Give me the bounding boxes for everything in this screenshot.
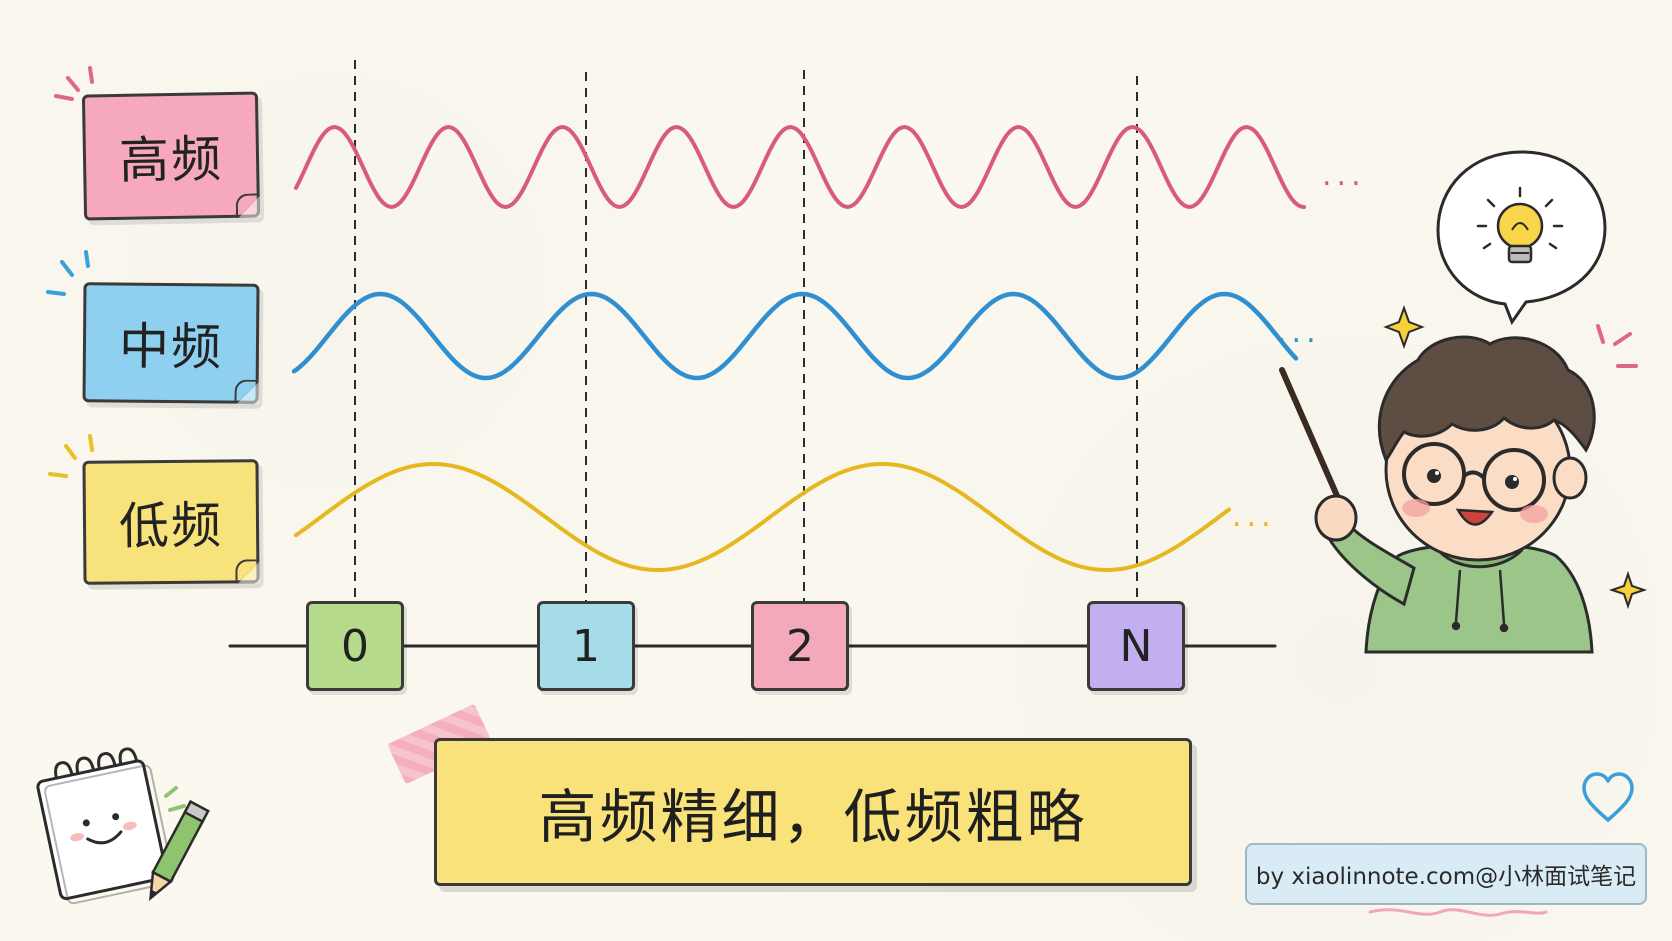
character-burst-marks [1596, 324, 1638, 368]
sparkle-icon [1383, 305, 1648, 610]
idea-bubble [1436, 150, 1607, 326]
position-tick-2: 2 [751, 601, 849, 691]
tick-label: 0 [341, 620, 369, 672]
tick-label: N [1119, 620, 1153, 672]
notepad-icon [36, 747, 175, 905]
mid-wave-ellipsis: ... [1277, 315, 1321, 350]
label-mid-frequency: 中频 [82, 282, 260, 404]
caption-banner: 高频精细，低频粗略 [434, 738, 1192, 886]
position-tick-n: N [1087, 601, 1185, 691]
position-guide-lines [354, 60, 1138, 603]
high-frequency-wave [294, 124, 1306, 210]
tick-label: 1 [572, 620, 600, 672]
label-low-frequency: 低频 [82, 459, 260, 585]
heart-icon [1582, 772, 1634, 822]
teacher-character [1279, 335, 1596, 654]
lightbulb-icon [1476, 186, 1564, 264]
low-frequency-wave [294, 462, 1231, 572]
watermark-text: by xiaolinnote.com@小林面试笔记 [1255, 864, 1637, 890]
label-burst-marks [46, 66, 94, 478]
label-high-text: 高频 [118, 130, 224, 190]
watermark-badge: by xiaolinnote.com@小林面试笔记 [1245, 843, 1647, 905]
position-tick-0: 0 [306, 601, 404, 691]
mid-frequency-wave [291, 291, 1299, 381]
caption-text: 高频精细，低频粗略 [538, 783, 1088, 851]
low-wave-ellipsis: ... [1232, 499, 1276, 534]
label-low-text: 低频 [118, 496, 224, 556]
pencil-burst-marks [164, 786, 186, 812]
pencil-icon [149, 799, 210, 902]
label-mid-text: 中频 [118, 317, 224, 377]
position-tick-1: 1 [537, 601, 635, 691]
label-high-frequency: 高频 [81, 91, 261, 221]
tick-label: 2 [786, 620, 814, 672]
decorative-swirl [1368, 908, 1548, 917]
high-wave-ellipsis: ... [1322, 158, 1366, 193]
